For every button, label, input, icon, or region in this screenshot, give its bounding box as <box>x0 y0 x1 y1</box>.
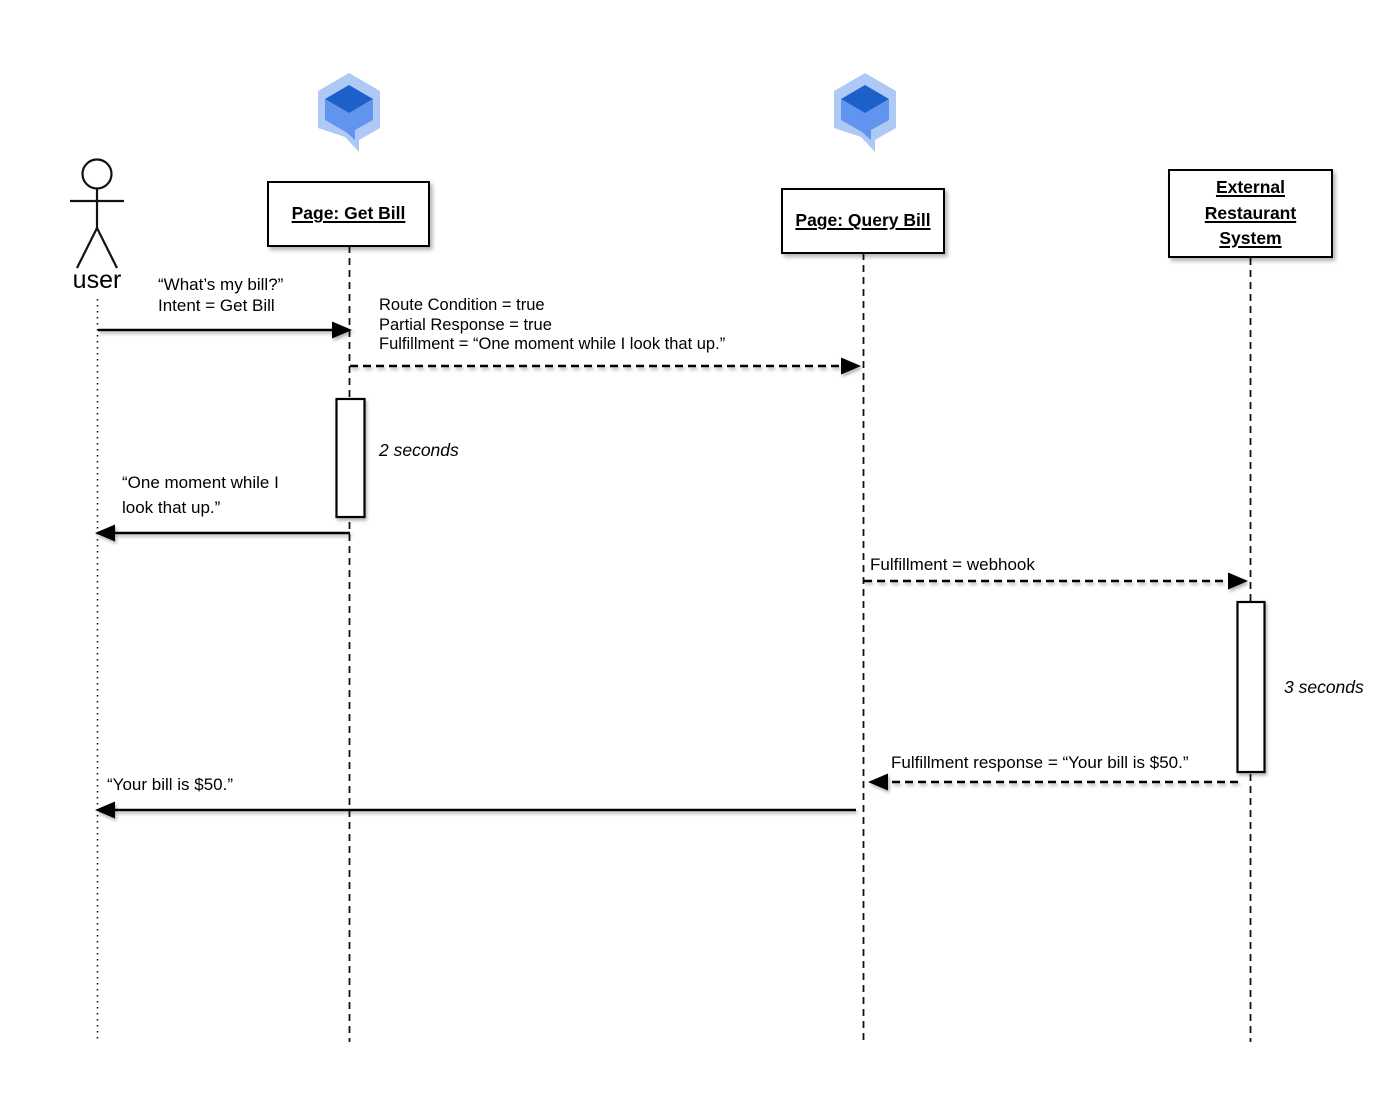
actor-title-external-system: External Restaurant System <box>1205 175 1296 251</box>
external-title-line1: External <box>1215 177 1286 198</box>
user-left-leg <box>76 227 98 269</box>
duration-label-get-bill: 2 seconds <box>379 440 459 460</box>
arrow-get-bill-to-user <box>95 524 350 542</box>
message-line: look that up.” <box>122 498 221 517</box>
arrow-external-to-query-bill <box>868 773 1238 791</box>
message-line: Fulfillment = “One moment while I look t… <box>379 335 726 353</box>
arrow-query-bill-to-user <box>95 801 856 819</box>
cube-top-shape <box>325 85 373 113</box>
message-label-get-bill-to-query-bill: Route Condition = true Partial Response … <box>379 296 725 355</box>
cube-body-shape <box>841 99 889 140</box>
message-line: Partial Response = true <box>379 315 552 334</box>
actor-title-get-bill: Page: Get Bill <box>291 203 406 224</box>
message-label-external-to-query-bill: Fulfillment response = “Your bill is $50… <box>891 752 1188 773</box>
message-label-query-bill-to-user: “Your bill is $50.” <box>107 774 233 795</box>
actor-box-external-system: External Restaurant System <box>1168 169 1333 258</box>
message-label-query-bill-to-external: Fulfillment = webhook <box>870 554 1035 575</box>
dialogflow-icon-get-bill <box>318 73 380 152</box>
external-title-line2: Restaurant <box>1204 202 1297 223</box>
user-stick-figure <box>70 158 124 269</box>
arrow-get-bill-to-query-bill <box>350 357 861 375</box>
message-line: Route Condition = true <box>379 296 545 314</box>
message-line: “What’s my bill?” <box>158 275 284 294</box>
cube-body-shape <box>325 99 373 140</box>
message-line: Fulfillment response = “Your bill is $50… <box>891 753 1189 772</box>
user-right-leg <box>96 227 118 269</box>
message-line: “Your bill is $50.” <box>107 775 233 794</box>
activation-external <box>1236 600 1266 774</box>
message-line: Intent = Get Bill <box>158 296 275 315</box>
cube-top-shape <box>841 85 889 113</box>
actor-title-query-bill: Page: Query Bill <box>795 210 931 231</box>
message-line: Fulfillment = webhook <box>870 555 1035 574</box>
message-label-user-to-get-bill: “What’s my bill?” Intent = Get Bill <box>158 274 283 316</box>
arrow-user-to-get-bill <box>98 321 352 339</box>
actor-box-query-bill: Page: Query Bill <box>781 188 945 254</box>
activation-get-bill <box>335 397 366 519</box>
duration-label-external: 3 seconds <box>1284 677 1364 697</box>
arrow-query-bill-to-external <box>864 572 1248 590</box>
actor-box-get-bill: Page: Get Bill <box>267 181 430 247</box>
actor-label-user: user <box>72 266 122 294</box>
dialogflow-icon-query-bill <box>834 73 896 152</box>
message-label-get-bill-to-user: “One moment while I look that up.” <box>122 470 279 520</box>
user-head <box>81 158 113 190</box>
message-line: “One moment while I <box>122 473 279 492</box>
external-title-line3: System <box>1219 228 1282 249</box>
